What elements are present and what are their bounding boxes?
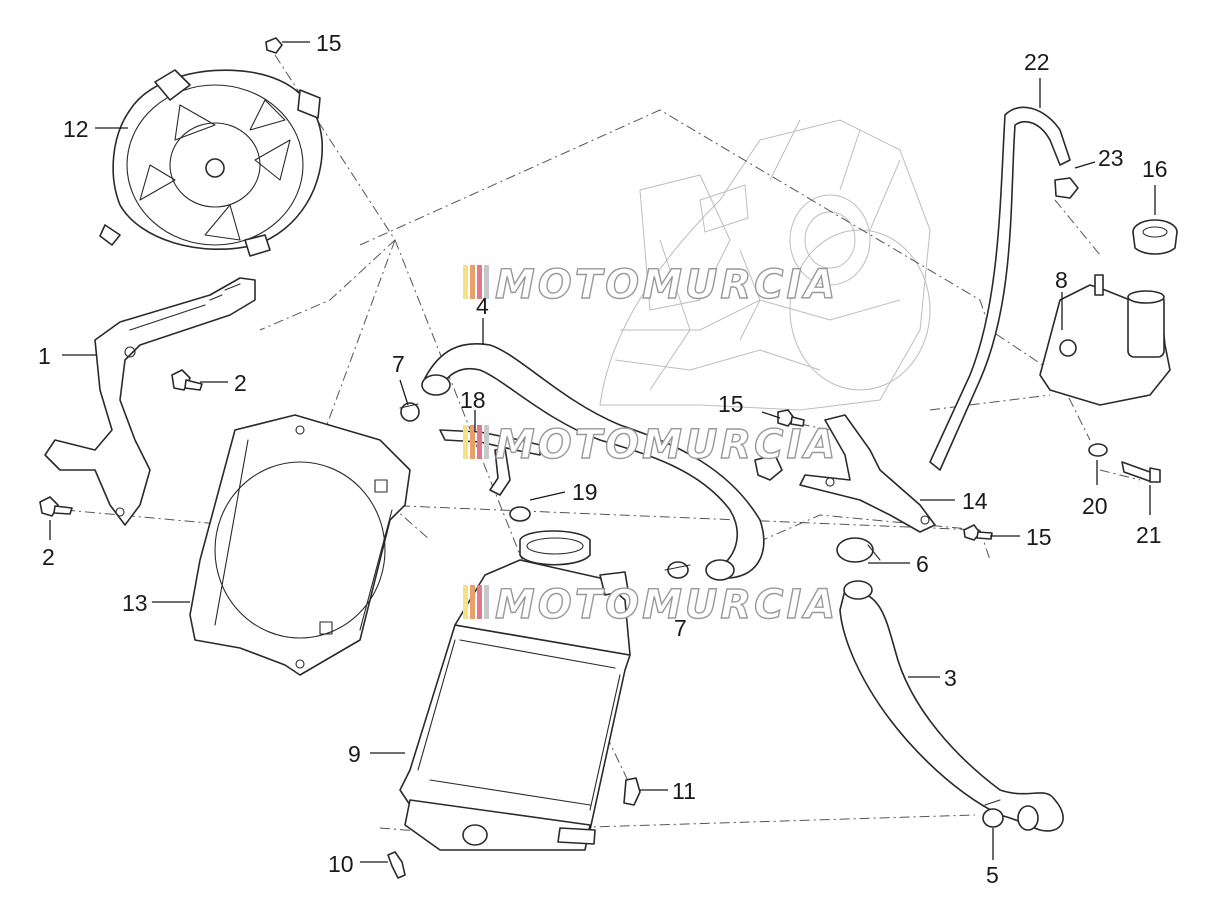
callout-7: 7 bbox=[392, 351, 405, 377]
watermark-stripe bbox=[484, 585, 489, 619]
watermark-stripe bbox=[470, 265, 475, 299]
watermark-text: MOTOMURCIA bbox=[495, 262, 838, 308]
callout-5: 5 bbox=[986, 862, 999, 888]
callout-19: 19 bbox=[572, 479, 598, 505]
part-7-clamps bbox=[399, 402, 691, 579]
callout-2: 2 bbox=[234, 370, 247, 396]
callout-21: 21 bbox=[1136, 522, 1162, 548]
watermark-stripe bbox=[470, 425, 475, 459]
callout-15: 15 bbox=[316, 30, 342, 56]
callout-11: 11 bbox=[672, 778, 696, 804]
watermark-top: MOTOMURCIA bbox=[463, 261, 838, 309]
callout-14: 14 bbox=[962, 488, 988, 514]
part-19-hose bbox=[489, 447, 531, 522]
part-1-bracket bbox=[44, 277, 256, 526]
callout-12: 12 bbox=[63, 116, 89, 142]
part-13-fan-shroud bbox=[189, 414, 411, 676]
callout-2: 2 bbox=[42, 544, 55, 570]
part-22-overflow-hose bbox=[929, 106, 1071, 471]
callout-9: 9 bbox=[348, 741, 361, 767]
part-10-bolt bbox=[387, 851, 406, 879]
callout-16: 16 bbox=[1142, 156, 1168, 182]
callout-4: 4 bbox=[476, 293, 489, 319]
part-2-bolts bbox=[39, 369, 203, 517]
watermark-stripe bbox=[477, 425, 482, 459]
callout-10: 10 bbox=[328, 851, 354, 877]
watermark-stripe bbox=[463, 585, 468, 619]
part-4-upper-hose bbox=[421, 343, 765, 581]
part-5-clamp bbox=[982, 799, 1004, 828]
part-16-cap bbox=[1132, 219, 1178, 255]
watermark-stripe bbox=[484, 265, 489, 299]
callout-labels: 1 2 2 3 4 5 6 7 7 8 9 10 11 12 13 14 15 … bbox=[38, 30, 1168, 888]
callout-20: 20 bbox=[1082, 493, 1108, 519]
callout-18: 18 bbox=[460, 387, 486, 413]
part-20-washer bbox=[1088, 443, 1108, 457]
watermark-stripe bbox=[477, 265, 482, 299]
leader-lines bbox=[49, 41, 1156, 863]
callout-3: 3 bbox=[944, 665, 957, 691]
callout-15: 15 bbox=[1026, 524, 1052, 550]
watermark-stripe bbox=[477, 585, 482, 619]
part-11-bolt bbox=[623, 777, 641, 806]
part-6-clamp bbox=[836, 537, 881, 563]
part-8-expansion-tank bbox=[1039, 274, 1171, 406]
watermark-middle: MOTOMURCIA bbox=[463, 421, 838, 469]
part-12-cooling-fan bbox=[99, 69, 323, 257]
watermark-stripe bbox=[463, 265, 468, 299]
callout-22: 22 bbox=[1024, 49, 1050, 75]
part-23-clip bbox=[1054, 177, 1079, 199]
callout-8: 8 bbox=[1055, 267, 1068, 293]
watermark-stripe bbox=[470, 585, 475, 619]
callout-23: 23 bbox=[1098, 145, 1124, 171]
callout-13: 13 bbox=[122, 590, 148, 616]
watermark-text: MOTOMURCIA bbox=[495, 582, 838, 628]
callout-1: 1 bbox=[38, 343, 51, 369]
callout-15: 15 bbox=[718, 391, 744, 417]
part-15-bolts bbox=[265, 37, 993, 541]
part-21-screw bbox=[1121, 461, 1161, 483]
callout-6: 6 bbox=[916, 551, 929, 577]
watermark-stripe bbox=[463, 425, 468, 459]
engine-frame-ghost bbox=[599, 119, 931, 411]
part-14-bracket bbox=[754, 414, 936, 533]
watermark-stripe bbox=[484, 425, 489, 459]
part-9-radiator bbox=[399, 530, 631, 851]
callout-7: 7 bbox=[674, 615, 687, 641]
watermark-bottom: MOTOMURCIA bbox=[463, 581, 838, 629]
watermark-text: MOTOMURCIA bbox=[495, 422, 838, 468]
part-3-lower-hose bbox=[839, 580, 1064, 832]
